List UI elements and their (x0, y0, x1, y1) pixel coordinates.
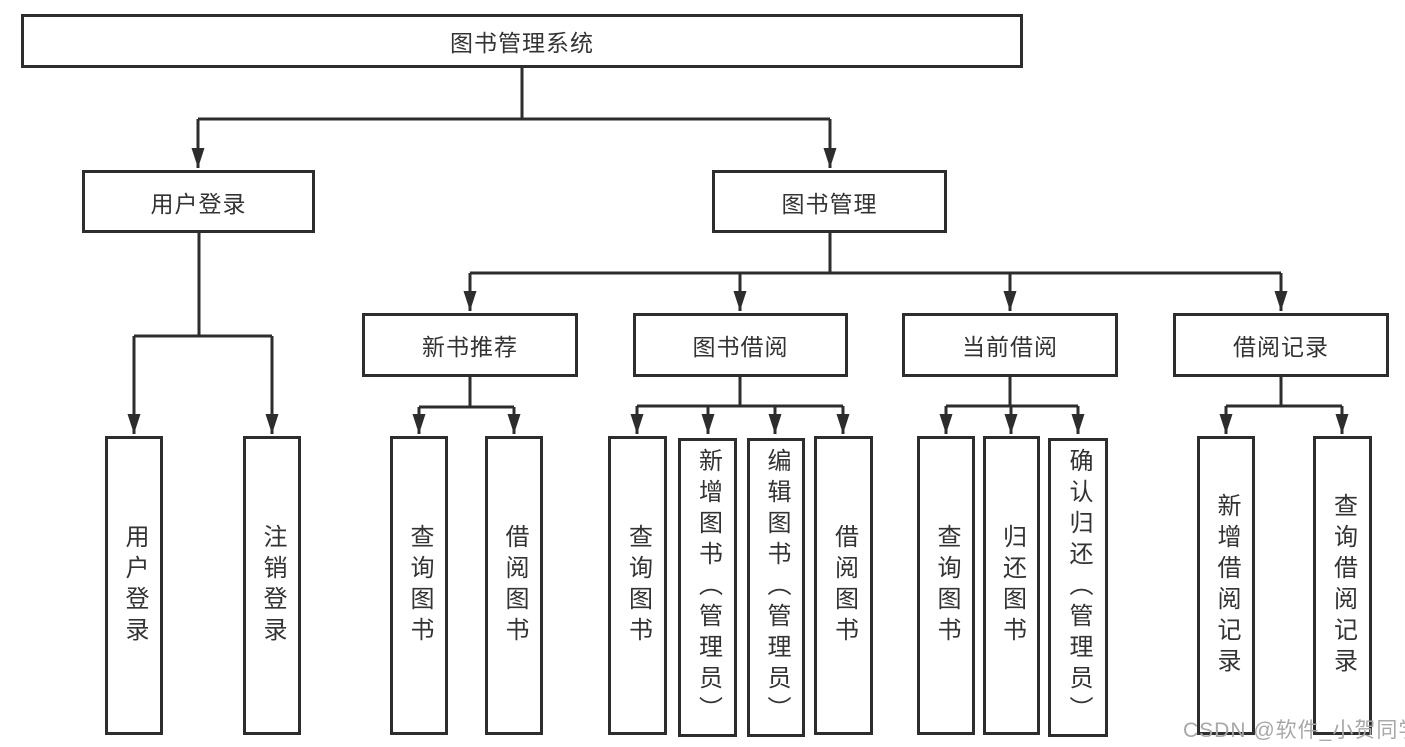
leaf-bb-query-books-label: 查询图书 (624, 523, 652, 648)
node-book-mgmt-label: 图书管理 (781, 190, 878, 217)
edges-borrow-records (1219, 377, 1349, 434)
leaf-cb-confirm-return: 确认归还（管理员） (1048, 438, 1108, 737)
node-root-label: 图书管理系统 (450, 30, 594, 56)
leaf-br-query-record-label: 查询借阅记录 (1329, 492, 1357, 679)
edges-book-borrow (630, 377, 850, 434)
node-book-mgmt: 图书管理 (712, 170, 947, 233)
leaf-cb-return-books-label: 归还图书 (998, 523, 1026, 648)
edges-root (191, 68, 837, 168)
node-new-book-rec: 新书推荐 (362, 313, 578, 377)
leaf-bb-borrow-books-label: 借阅图书 (830, 523, 858, 648)
node-book-borrow: 图书借阅 (633, 313, 848, 377)
leaf-rec-query-books: 查询图书 (390, 436, 448, 735)
edges-user-login (127, 233, 279, 434)
leaf-user-login: 用户登录 (105, 436, 163, 735)
edges-current-borrow (939, 377, 1085, 434)
leaf-bb-add-books-label: 新增图书（管理员） (694, 448, 722, 727)
leaf-cb-return-books: 归还图书 (983, 436, 1040, 735)
leaf-logout-label: 注销登录 (259, 523, 286, 648)
edges-new-book-rec (412, 377, 521, 434)
leaf-bb-edit-books: 编辑图书（管理员） (747, 438, 805, 737)
leaf-bb-borrow-books: 借阅图书 (814, 436, 873, 735)
node-user-login-label: 用户登录 (150, 190, 247, 217)
leaf-br-add-record: 新增借阅记录 (1197, 436, 1255, 735)
leaf-cb-query-books-label: 查询图书 (933, 523, 960, 648)
leaf-cb-confirm-return-label: 确认归还（管理员） (1065, 448, 1092, 727)
node-current-borrow-label: 当前借阅 (962, 334, 1058, 360)
leaf-br-query-record: 查询借阅记录 (1313, 436, 1372, 735)
leaf-cb-query-books: 查询图书 (917, 436, 975, 735)
leaf-bb-edit-books-label: 编辑图书（管理员） (763, 448, 790, 727)
leaf-user-login-label: 用户登录 (121, 523, 148, 648)
csdn-watermark: CSDN @软件_小贺同学 (1183, 719, 1405, 742)
node-current-borrow: 当前借阅 (902, 313, 1118, 377)
node-new-book-rec-label: 新书推荐 (422, 334, 518, 360)
leaf-bb-query-books: 查询图书 (608, 436, 667, 735)
node-user-login: 用户登录 (82, 170, 315, 233)
leaf-bb-add-books: 新增图书（管理员） (678, 438, 737, 737)
leaf-br-add-record-label: 新增借阅记录 (1213, 492, 1240, 679)
leaf-logout: 注销登录 (243, 436, 301, 735)
edges-book-mgmt (463, 233, 1288, 311)
leaf-rec-query-books-label: 查询图书 (406, 523, 433, 648)
leaf-rec-borrow-books-label: 借阅图书 (501, 523, 528, 648)
node-borrow-records: 借阅记录 (1173, 313, 1389, 377)
leaf-rec-borrow-books: 借阅图书 (485, 436, 543, 735)
node-book-borrow-label: 图书借阅 (692, 334, 789, 360)
node-borrow-records-label: 借阅记录 (1233, 334, 1329, 360)
node-root: 图书管理系统 (21, 14, 1023, 68)
